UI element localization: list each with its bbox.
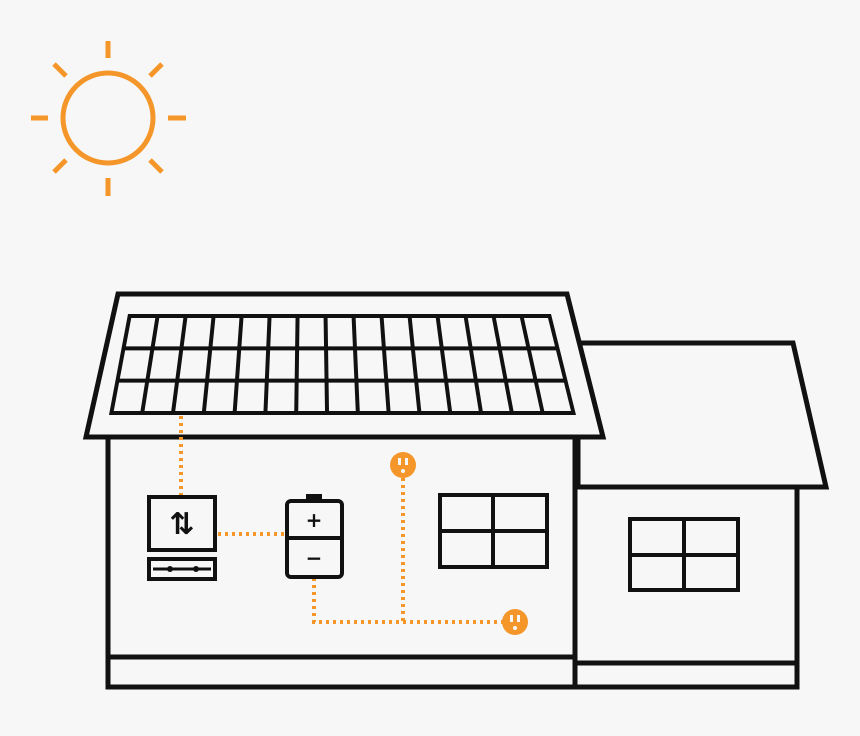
solar-cell <box>183 318 212 347</box>
sun-icon <box>31 41 186 196</box>
annex-building <box>572 340 830 690</box>
solar-cell <box>523 318 556 347</box>
solar-cell <box>418 382 449 411</box>
solar-cell <box>495 318 527 347</box>
solar-cell <box>298 350 325 379</box>
solar-cell <box>439 318 469 347</box>
solar-cell <box>328 382 356 411</box>
solar-cell <box>415 350 444 379</box>
solar-cell <box>270 318 296 347</box>
solar-cell <box>144 382 175 411</box>
solar-cell <box>386 350 414 379</box>
solar-cell <box>241 318 268 347</box>
solar-cell <box>502 350 534 379</box>
solar-cell <box>357 350 385 379</box>
window-icon <box>438 493 549 569</box>
solar-cell <box>478 382 510 411</box>
solar-cell <box>119 350 151 379</box>
inverter-icon: ⇅ <box>147 495 217 581</box>
solar-cell <box>212 318 240 347</box>
solar-cell <box>179 350 209 379</box>
solar-cell <box>411 318 440 347</box>
outlet-icon <box>390 452 416 478</box>
solar-cell <box>125 318 156 347</box>
outlet-icon-right <box>502 609 528 635</box>
solar-cell <box>538 382 572 411</box>
solar-cell <box>298 382 326 411</box>
solar-cell <box>206 382 235 411</box>
solar-cell <box>328 350 355 379</box>
solar-cell <box>531 350 564 379</box>
solar-cell <box>508 382 541 411</box>
annex-window-icon <box>628 517 740 592</box>
battery-plus: + <box>306 508 323 532</box>
wiring <box>179 416 503 624</box>
solar-cell <box>388 382 418 411</box>
solar-cell <box>473 350 504 379</box>
battery-minus: − <box>306 546 323 570</box>
solar-cell <box>383 318 411 347</box>
solar-cell <box>444 350 474 379</box>
solar-cell <box>154 318 184 347</box>
solar-cell <box>236 382 265 411</box>
solar-cell <box>113 382 146 411</box>
solar-panel-icon <box>109 314 576 415</box>
solar-cell <box>299 318 325 347</box>
solar-cell <box>268 350 296 379</box>
solar-cell <box>448 382 479 411</box>
inverter-arrows: ⇅ <box>169 507 194 542</box>
solar-cell <box>327 318 353 347</box>
solar-cell <box>267 382 295 411</box>
solar-cell <box>358 382 387 411</box>
solar-cell <box>175 382 205 411</box>
solar-cell <box>355 318 382 347</box>
solar-cell <box>467 318 498 347</box>
solar-cell <box>209 350 238 379</box>
solar-cell <box>239 350 267 379</box>
solar-cell <box>149 350 180 379</box>
battery-icon: + − <box>285 494 344 579</box>
